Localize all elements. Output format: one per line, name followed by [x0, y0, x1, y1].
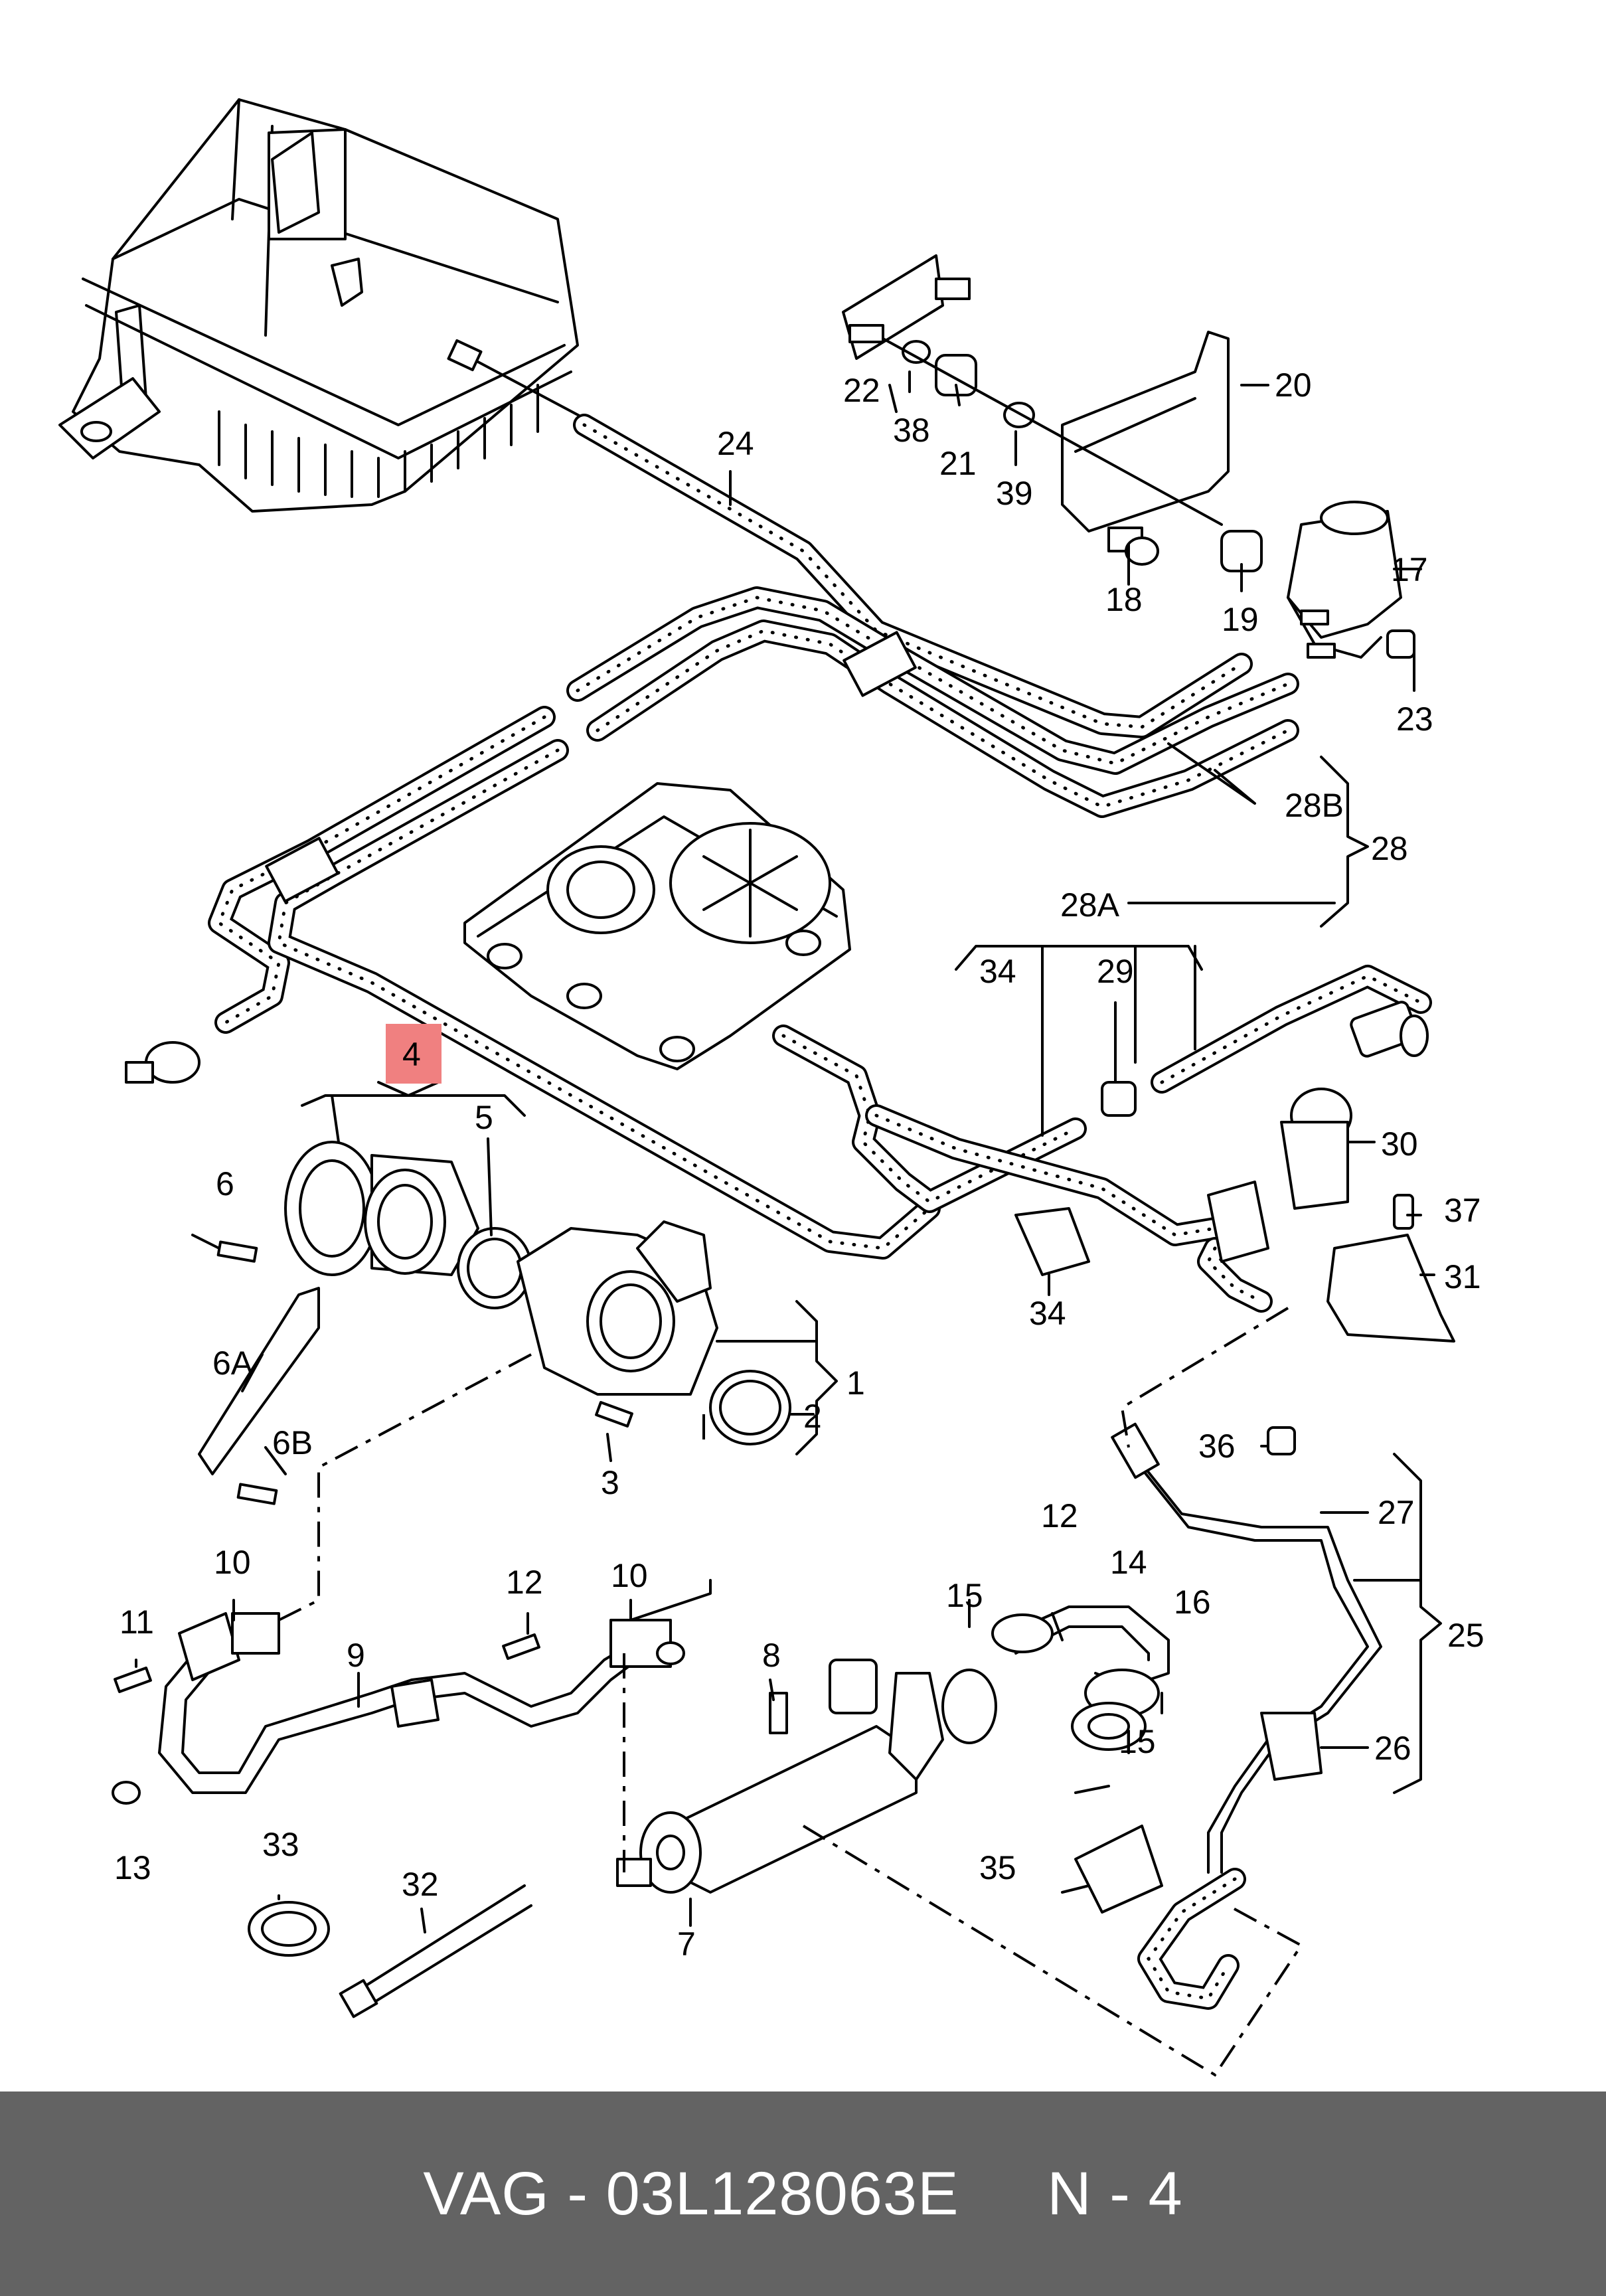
- callout-29: 29: [1097, 953, 1134, 990]
- callout-15a: 15: [946, 1577, 983, 1614]
- callout-14: 14: [1110, 1544, 1147, 1581]
- callout-28: 28: [1371, 830, 1408, 867]
- callout-18: 18: [1105, 581, 1143, 618]
- callout-6: 6: [216, 1165, 234, 1202]
- callout-6A: 6A: [212, 1345, 254, 1382]
- callout-34b: 34: [1029, 1295, 1066, 1332]
- callout-15b: 15: [1119, 1723, 1156, 1760]
- callout-12b: 12: [506, 1564, 543, 1601]
- callout-31: 31: [1444, 1258, 1481, 1295]
- pipe-25: [1111, 1422, 1382, 1874]
- callout-36: 36: [1198, 1428, 1236, 1465]
- footer-spacer: [959, 2159, 1047, 2229]
- footer-brand: VAG: [423, 2159, 550, 2228]
- callout-16: 16: [1174, 1584, 1211, 1621]
- callout-5: 5: [475, 1099, 493, 1136]
- callout-33: 33: [262, 1826, 299, 1863]
- callout-4: 4: [402, 1036, 421, 1073]
- callout-32: 32: [402, 1866, 439, 1903]
- callout-26: 26: [1374, 1730, 1411, 1767]
- callout-25: 25: [1447, 1617, 1485, 1654]
- engine-head-cover: [463, 782, 851, 1070]
- callout-39: 39: [996, 475, 1033, 512]
- footer-part-number: 03L128063E: [605, 2159, 959, 2228]
- callout-27: 27: [1378, 1494, 1415, 1531]
- callout-7: 7: [677, 1926, 696, 1963]
- footer-separator: -: [549, 2159, 606, 2228]
- callout-30: 30: [1381, 1125, 1418, 1163]
- callout-22: 22: [843, 372, 880, 409]
- callout-11: 11: [120, 1603, 154, 1641]
- callout-3: 3: [601, 1464, 619, 1501]
- callout-20: 20: [1275, 367, 1312, 404]
- callout-37: 37: [1444, 1192, 1481, 1229]
- footer-bar: VAG - 03L128063E N - 4: [0, 2091, 1606, 2296]
- callout-1: 1: [846, 1364, 865, 1402]
- callout-21: 21: [939, 445, 977, 482]
- callout-labels: 1 2 3 4 5 6 6A 6B 7 8 9 10 10 11 12 12 1…: [114, 367, 1485, 1963]
- callout-13: 13: [114, 1849, 151, 1886]
- callout-2: 2: [803, 1398, 822, 1435]
- egr-cooler-group: [248, 1605, 1170, 2018]
- assembly-lines: [278, 1307, 1303, 2077]
- callout-34a: 34: [979, 953, 1016, 990]
- footer-position-label: N - 4: [1047, 2159, 1183, 2228]
- callout-28A: 28A: [1060, 886, 1120, 924]
- callout-8: 8: [762, 1637, 781, 1674]
- callout-10b: 10: [611, 1557, 648, 1594]
- callout-6B: 6B: [272, 1424, 313, 1461]
- callout-12a: 12: [1041, 1497, 1078, 1534]
- parts-diagram: 1 2 3 4 5 6 6A 6B 7 8 9 10 10 11 12 12 1…: [58, 98, 1485, 2077]
- leader-lines: [135, 370, 1442, 1933]
- throttle-body-group: [198, 1141, 791, 1505]
- vacuum-hoses: [208, 361, 1432, 2010]
- callout-23: 23: [1396, 700, 1433, 738]
- callout-9: 9: [347, 1637, 365, 1674]
- callout-17: 17: [1391, 551, 1428, 588]
- callout-35: 35: [979, 1849, 1016, 1886]
- air-filter-housing: [58, 98, 579, 513]
- small-components: [125, 1001, 1455, 1781]
- egr-pipe-9: [112, 1612, 685, 1805]
- callout-highlight: [386, 1024, 442, 1084]
- callout-28B: 28B: [1285, 787, 1344, 824]
- callout-24: 24: [717, 425, 754, 462]
- callout-10a: 10: [214, 1544, 251, 1581]
- bracket-assembly: [842, 254, 1415, 659]
- callout-19: 19: [1222, 601, 1259, 638]
- callout-38: 38: [893, 412, 930, 449]
